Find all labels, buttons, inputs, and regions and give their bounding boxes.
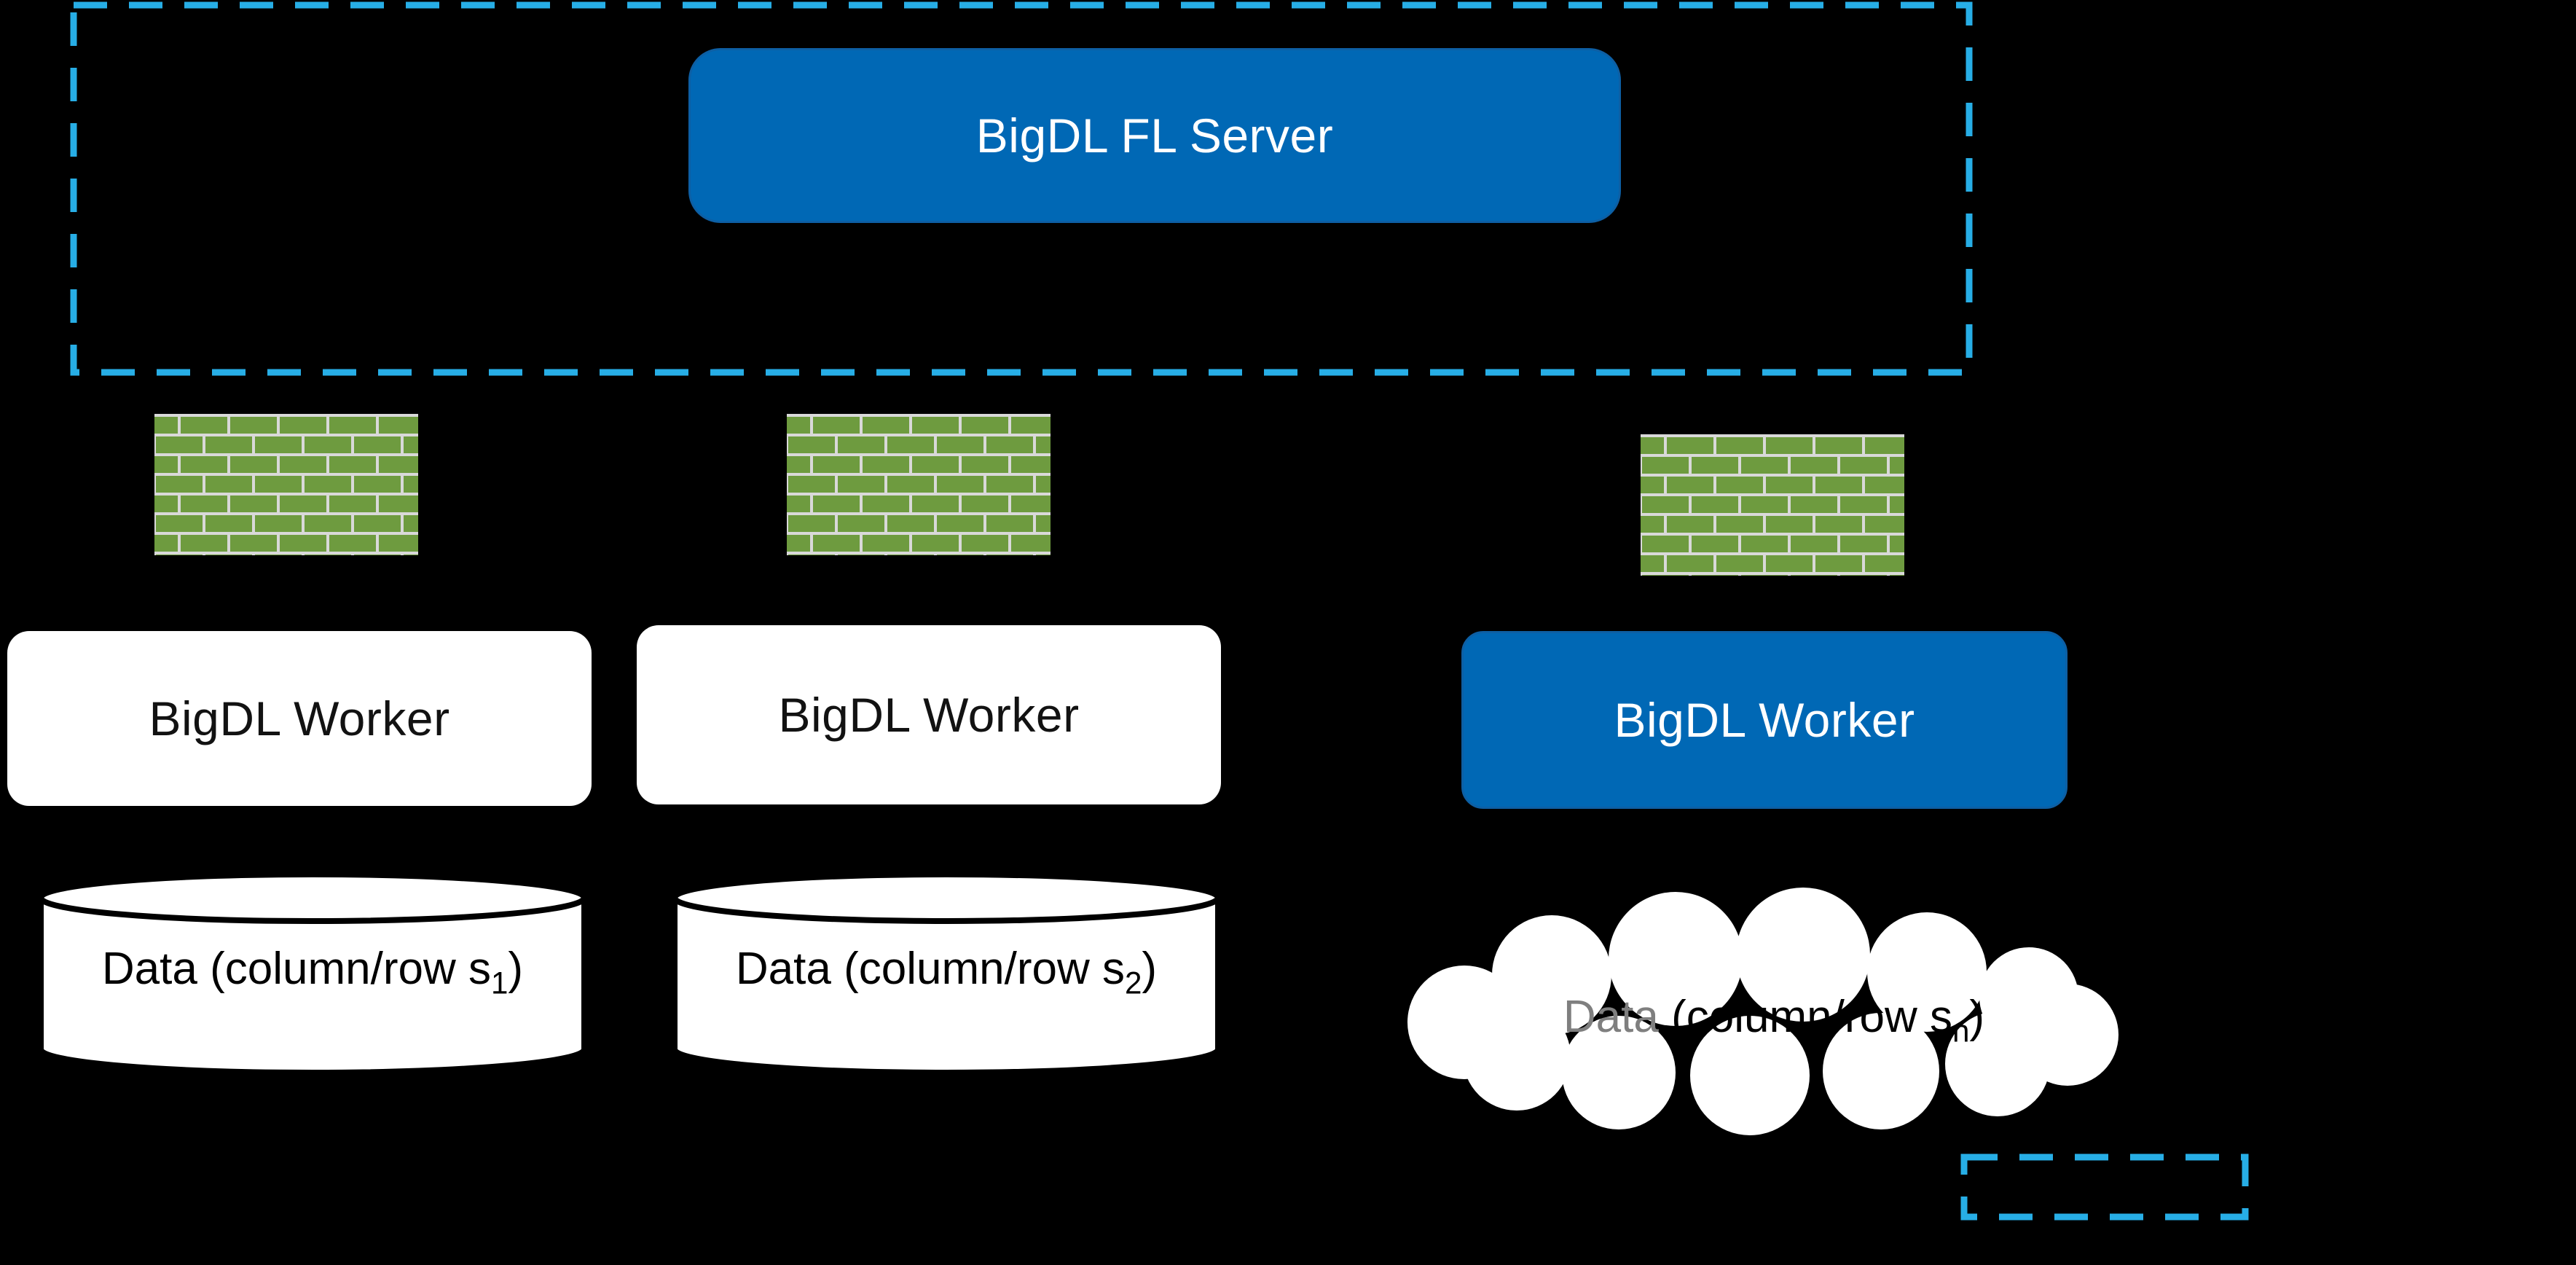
datastore-label-3: Data (column/row sn) (1563, 992, 1985, 1049)
legend-dashed-box (1960, 1154, 2249, 1221)
fl-server-boundary-dashed-box (70, 1, 1973, 376)
worker-box-3: BigDL Worker (1461, 631, 2068, 809)
worker-box-2: BigDL Worker (637, 625, 1221, 804)
firewall-icon (1641, 434, 1904, 576)
cylinder-shape (672, 872, 1221, 1076)
firewall-icon (787, 414, 1051, 555)
firewall-icon (154, 414, 418, 555)
worker-label-2: BigDL Worker (778, 688, 1080, 742)
datastore-cylinder-2: Data (column/row s2) (669, 867, 1224, 1080)
fl-server-label: BigDL FL Server (975, 109, 1334, 162)
datastore-label-1: Data (column/row s1) (101, 944, 524, 1000)
datastore-cloud: Data (column/row sn) (1384, 880, 2164, 1143)
worker-label-3: BigDL Worker (1614, 693, 1915, 747)
datastore-cylinder-1: Data (column/row s1) (35, 867, 590, 1080)
datastore-label-2: Data (column/row s2) (735, 944, 1158, 1000)
cylinder-shape (38, 872, 587, 1076)
worker-box-1: BigDL Worker (7, 631, 592, 806)
worker-label-1: BigDL Worker (149, 692, 450, 745)
fl-server-box: BigDL FL Server (688, 48, 1621, 223)
